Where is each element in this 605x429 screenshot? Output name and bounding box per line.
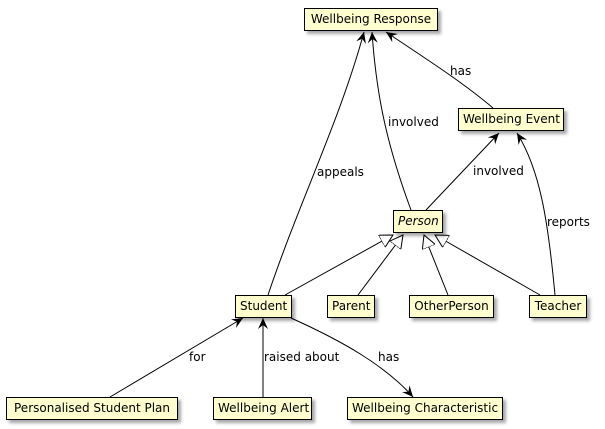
generalization-parent-person — [357, 235, 403, 296]
label-person-involved-response: involved — [388, 115, 439, 129]
label-alert-raised-about-student: raised about — [264, 350, 340, 364]
generalization-student-person — [284, 235, 393, 296]
edge-person-involved-event — [425, 132, 500, 211]
node-teacher[interactable]: Teacher — [529, 295, 587, 318]
edge-event-has-response — [385, 31, 494, 109]
label-person-involved-event: involved — [473, 164, 524, 178]
edge-plan-for-student — [109, 317, 244, 398]
node-wellbeing-event[interactable]: Wellbeing Event — [458, 108, 564, 131]
node-wellbeing-alert[interactable]: Wellbeing Alert — [213, 397, 312, 420]
edge-person-involved-response — [367, 31, 412, 211]
node-student[interactable]: Student — [235, 295, 292, 318]
node-personalised-student-plan[interactable]: Personalised Student Plan — [6, 397, 178, 420]
node-other-person[interactable]: OtherPerson — [409, 295, 494, 318]
generalization-otherperson-person — [424, 235, 449, 296]
node-wellbeing-characteristic[interactable]: Wellbeing Characteristic — [347, 397, 503, 420]
edge-student-appeals-response — [267, 31, 366, 296]
node-parent[interactable]: Parent — [327, 295, 375, 318]
edge-student-has-characteristic — [290, 317, 414, 398]
node-wellbeing-response[interactable]: Wellbeing Response — [304, 8, 438, 31]
edge-teacher-reports-event — [516, 132, 556, 296]
label-plan-for-student: for — [189, 350, 206, 364]
label-event-has-response: has — [450, 64, 472, 78]
node-person[interactable]: Person — [393, 210, 443, 233]
label-student-has-characteristic: has — [378, 350, 400, 364]
label-teacher-reports-event: reports — [547, 215, 590, 229]
label-student-appeals-response: appeals — [317, 165, 364, 179]
generalization-teacher-person — [435, 235, 541, 296]
